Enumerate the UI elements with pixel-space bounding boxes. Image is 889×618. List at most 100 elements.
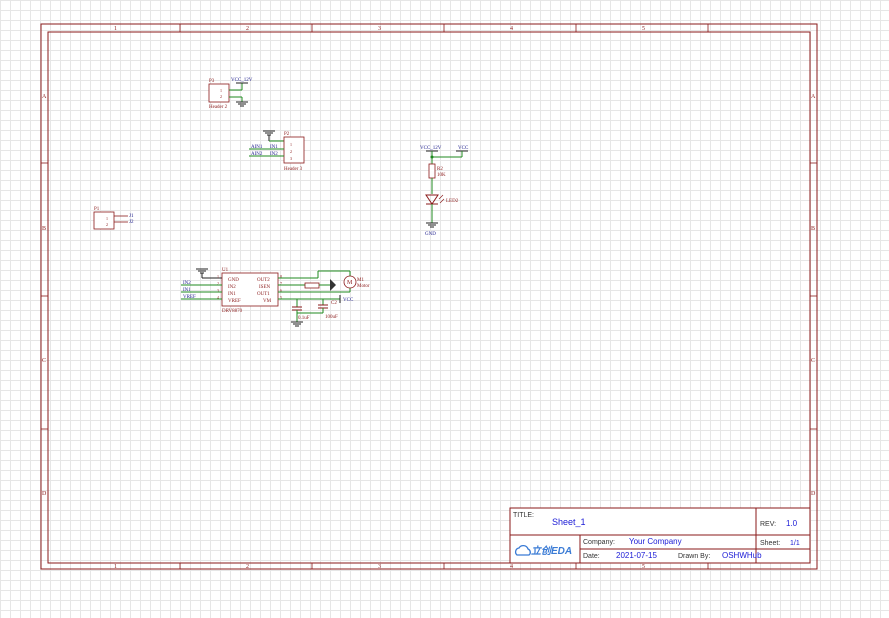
led-net-gnd: GND xyxy=(425,232,436,237)
col-label-top-2: 2 xyxy=(246,26,249,32)
p2-name: Header 3 xyxy=(284,167,303,172)
u1-pin-num-8: 8 xyxy=(280,274,282,279)
u1-pin-num-6: 6 xyxy=(280,288,282,293)
motor-ref: M1 xyxy=(357,278,364,283)
row-labels: A B C D A B C D xyxy=(42,94,816,497)
date-value: 2021-07-15 xyxy=(616,551,657,560)
u1-pin-isen: ISEN xyxy=(259,285,271,290)
p2-pin-3: 3 xyxy=(290,156,292,161)
r2-value: 10K xyxy=(437,173,446,178)
header-p2[interactable]: P2 1 2 3 Header 3 AIN1 AIN2 IN1 IN2 xyxy=(249,130,305,172)
header-p1[interactable]: P1 1 2 J1 J2 xyxy=(93,207,134,230)
led-ground-symbol xyxy=(426,222,438,228)
column-labels: 1 2 3 4 5 1 2 3 4 5 xyxy=(114,26,645,570)
col-label-bottom-5: 5 xyxy=(642,564,645,570)
u1-net-vref: VREF xyxy=(183,295,196,300)
sheet-inner-border xyxy=(47,31,811,564)
p2-pin-net-in2: IN2 xyxy=(270,152,278,157)
title-block: TITLE: Sheet_1 REV: 1.0 Company: Your Co… xyxy=(509,507,811,564)
title-value: Sheet_1 xyxy=(552,517,586,527)
p1-net-j2: J2 xyxy=(129,220,134,225)
col-label-top-3: 3 xyxy=(378,26,381,32)
row-label-right-c: C xyxy=(811,358,815,364)
cap-ground-symbol xyxy=(291,321,303,327)
sheet-value: 1/1 xyxy=(790,540,800,547)
isen-ground-symbol xyxy=(330,279,336,291)
u1-pin-num-1: 1 xyxy=(217,274,219,279)
u1-net-in2: IN2 xyxy=(183,281,191,286)
date-label: Date: xyxy=(583,553,600,560)
u1-net-vcc: VCC xyxy=(343,298,354,303)
p3-pin-2: 2 xyxy=(220,94,222,99)
u1-pin-vm: VM xyxy=(263,299,272,304)
led2-ref: LED2 xyxy=(446,199,459,204)
resistor-r2[interactable] xyxy=(428,163,436,179)
r2-ref: R2 xyxy=(437,167,443,172)
col-label-top-4: 4 xyxy=(510,26,513,32)
u1-pin-num-4: 4 xyxy=(217,295,219,300)
u1-body xyxy=(221,272,279,307)
led-net-vcc: VCC xyxy=(458,146,469,151)
u1-pin-out2: OUT2 xyxy=(257,278,270,283)
row-label-right-b: B xyxy=(811,226,815,232)
p2-pin-2: 2 xyxy=(290,149,292,154)
driver-u1[interactable]: U1 DRV8870 GND IN2 IN1 VREF 1 2 3 4 OUT2… xyxy=(181,268,370,327)
isen-resistor[interactable] xyxy=(304,282,320,289)
row-label-left-d: D xyxy=(42,491,47,497)
column-dividers xyxy=(41,24,817,569)
col-label-bottom-1: 1 xyxy=(114,564,117,570)
motor-symbol: M xyxy=(347,280,353,286)
u1-pin-in1: IN1 xyxy=(228,292,236,297)
led-net-vcc12v: VCC_12V xyxy=(420,146,442,151)
u1-name: DRV8870 xyxy=(222,309,243,314)
drawn-by-value: OSHWHub xyxy=(722,551,762,560)
p3-ref: P3 xyxy=(209,79,215,84)
u1-net-in1: IN1 xyxy=(183,288,191,293)
u1-pin-num-3: 3 xyxy=(217,288,219,293)
led-branch[interactable]: VCC_12V VCC R2 10K LED2 GND xyxy=(420,146,469,237)
u1-pin-gnd: GND xyxy=(228,278,239,283)
drawn-by-label: Drawn By: xyxy=(678,553,710,560)
p2-ref: P2 xyxy=(284,132,290,137)
rev-label: REV: xyxy=(760,521,776,528)
p3-net-vcc12v: VCC_12V xyxy=(231,78,253,83)
p2-pin-net-in1: IN1 xyxy=(270,145,278,150)
col-label-bottom-2: 2 xyxy=(246,564,249,570)
cloud-icon xyxy=(514,544,531,556)
p2-ground-symbol xyxy=(263,130,275,141)
p1-pin-2: 2 xyxy=(106,222,108,227)
motor-m1[interactable] xyxy=(343,275,357,289)
header-p3[interactable]: P3 1 2 Header 2 VCC_12V xyxy=(208,78,253,110)
u1-ground-symbol xyxy=(196,268,222,279)
u1-pin-num-5: 5 xyxy=(280,295,282,300)
row-label-left-b: B xyxy=(42,226,46,232)
u1-pin-in2: IN2 xyxy=(228,285,236,290)
row-label-right-a: A xyxy=(811,94,816,100)
col-label-bottom-4: 4 xyxy=(510,564,513,570)
u1-ref: U1 xyxy=(222,268,229,273)
eda-logo: 立创EDA xyxy=(514,544,572,557)
row-label-left-a: A xyxy=(42,94,47,100)
row-label-left-c: C xyxy=(42,358,46,364)
p1-net-j1: J1 xyxy=(129,214,134,219)
col-label-bottom-3: 3 xyxy=(378,564,381,570)
u1-pin-out1: OUT1 xyxy=(257,292,270,297)
col-label-top-5: 5 xyxy=(642,26,645,32)
logo-text: 立创EDA xyxy=(531,545,572,557)
led2-diode[interactable] xyxy=(425,194,445,205)
p1-pin-1: 1 xyxy=(106,216,108,221)
u1-pin-vref: VREF xyxy=(228,299,241,304)
col-label-top-1: 1 xyxy=(114,26,117,32)
sheet-label: Sheet: xyxy=(760,540,780,547)
row-label-right-d: D xyxy=(811,491,816,497)
p3-pin-1: 1 xyxy=(220,88,222,93)
rev-value: 1.0 xyxy=(786,519,798,528)
sheet-outer-border xyxy=(40,23,818,570)
company-label: Company: xyxy=(583,539,615,546)
c2-value: 100uF xyxy=(325,315,338,320)
p3-name: Header 2 xyxy=(209,105,228,110)
u1-pin-num-7: 7 xyxy=(280,281,282,286)
motor-name: Motor xyxy=(357,284,370,289)
p2-net-ain2: AIN2 xyxy=(251,152,263,157)
